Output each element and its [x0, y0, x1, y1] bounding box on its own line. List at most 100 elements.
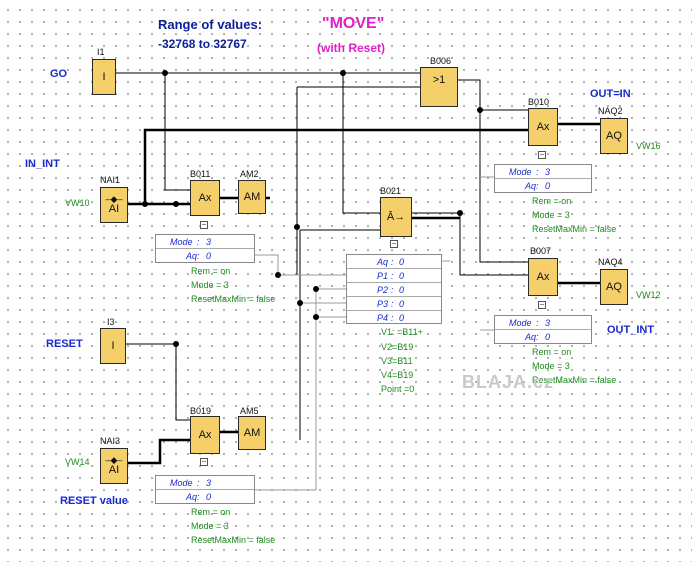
b021-row-aq: Aq : 0	[347, 255, 441, 269]
wire-b021-out	[412, 212, 528, 276]
nai1-block[interactable]: –◆– AI	[100, 187, 128, 223]
naq2-block[interactable]: AQ	[600, 118, 628, 154]
nai3-label: NAI3	[100, 436, 121, 446]
b019-label: B019	[190, 406, 212, 416]
wire-b006-out	[458, 79, 528, 111]
b007-aq-val: 0	[545, 332, 551, 342]
watermark: BLAJA.cz	[462, 372, 555, 392]
b019-mode-key: Mode	[170, 478, 193, 488]
am2-label: AM2	[240, 169, 259, 179]
naq4-var: VW12	[636, 290, 661, 300]
nai3-symbol: AI	[108, 464, 120, 476]
am2-block[interactable]: AM	[238, 180, 266, 214]
reset-value-label: RESET value	[60, 495, 128, 507]
b010-collapse-icon[interactable]: −	[538, 150, 546, 159]
b021-row-p2: P2 : 0	[347, 283, 441, 297]
i3-label: I3	[107, 317, 115, 327]
b011-mode-val: 3	[206, 237, 212, 247]
naq4-block[interactable]: AQ	[600, 269, 628, 305]
out-eq-in-label: OUT=IN	[590, 88, 631, 100]
nai1-var: VW10	[65, 198, 90, 208]
b010-param-aq: Aq : 0	[525, 181, 551, 191]
b021-row-p3: P3 : 0	[347, 297, 441, 311]
range-values: -32768 to 32767	[158, 37, 247, 51]
i3-block[interactable]: I	[100, 328, 126, 364]
b007-param-box: Mode : 3 Aq : 0	[494, 315, 592, 344]
b021-v3: V3=B11	[381, 356, 413, 366]
b011-aq-val: 0	[206, 251, 212, 261]
wire-in-int-b010	[143, 128, 528, 204]
b010-rem: Rem = on	[532, 196, 572, 206]
out-int-label: OUT_INT	[607, 324, 655, 336]
b011-param-aq: Aq : 0	[186, 251, 212, 261]
b007-block[interactable]: Ax	[528, 258, 558, 296]
b021-row-p1: P1 : 0	[347, 269, 441, 283]
b007-param-aq: Aq : 0	[525, 332, 551, 342]
am5-label: AM5	[240, 406, 259, 416]
b021-row-aq-key: Aq	[377, 257, 389, 267]
nai3-var: VW14	[65, 457, 90, 467]
i1-block[interactable]: I	[92, 59, 116, 95]
b019-mode-val: 3	[206, 478, 212, 488]
b021-row-aq-val: 0	[399, 257, 405, 267]
b010-param-mode: Mode : 3	[495, 165, 591, 179]
nai1-label: NAI1	[100, 175, 121, 185]
am5-block[interactable]: AM	[238, 416, 266, 450]
b021-label: B021	[380, 186, 402, 196]
b021-row-p4: P4 : 0	[377, 313, 405, 323]
b021-v2: V2=B19	[381, 342, 414, 352]
b007-mode-key: Mode	[509, 318, 532, 328]
b007-aq-key: Aq	[525, 332, 537, 342]
reset-label: RESET	[46, 338, 83, 350]
naq4-label: NAQ4	[598, 257, 623, 267]
b010-param-box: Mode : 3 Aq : 0	[494, 164, 592, 193]
b010-aq-key: Aq	[525, 181, 537, 191]
b021-block[interactable]: Ā→	[380, 197, 412, 237]
wire-p1	[255, 254, 346, 276]
wire-nai3-b019	[128, 438, 190, 465]
b010-mode-key: Mode	[509, 167, 532, 177]
b011-mode-key: Mode	[170, 237, 193, 247]
b007-label: B007	[530, 246, 552, 256]
b011-block[interactable]: Ax	[190, 180, 220, 216]
b019-collapse-icon[interactable]: −	[200, 457, 208, 466]
b006-block[interactable]: >1	[420, 67, 458, 107]
b021-v1: V1: =B11+	[381, 327, 423, 337]
b007-resetmaxmin: ResetMaxMin = false	[532, 375, 617, 385]
b021-row-p2-key: P2	[377, 285, 389, 295]
wire-b006-b007	[479, 110, 528, 263]
naq2-var: VW16	[636, 141, 661, 151]
b010-block[interactable]: Ax	[528, 108, 558, 146]
b011-label: B011	[190, 169, 211, 179]
b011-rem: Rem = on	[191, 266, 231, 276]
b019-block[interactable]: Ax	[190, 416, 220, 454]
b021-row-p4-key: P4	[377, 313, 389, 323]
wire-go-b011	[164, 73, 190, 191]
go-label: GO	[50, 68, 68, 80]
b021-row-p3-key: P3	[377, 299, 389, 309]
b010-aq-val: 0	[545, 181, 551, 191]
naq2-label: NAQ2	[598, 106, 623, 116]
b011-mode3: Mode = 3	[191, 280, 229, 290]
b011-aq-key: Aq	[186, 251, 198, 261]
b007-mode3: Mode = 3	[532, 361, 570, 371]
b019-aq-val: 0	[206, 492, 212, 502]
b011-param-mode: Mode : 3	[156, 235, 254, 249]
b007-collapse-icon[interactable]: −	[538, 300, 546, 309]
nai1-symbol: AI	[108, 203, 120, 215]
b011-collapse-icon[interactable]: −	[200, 220, 208, 229]
b021-row-p3-val: 0	[399, 299, 405, 309]
move-title: "MOVE"	[322, 15, 385, 32]
b021-collapse-icon[interactable]: −	[390, 239, 398, 248]
nai3-block[interactable]: –◆– AI	[100, 448, 128, 484]
b011-resetmaxmin: ResetMaxMin = false	[191, 294, 276, 304]
b021-row-p1-key: P1	[377, 271, 389, 281]
b021-param-box: Aq : 0 P1 : 0 P2 : 0 P3 : 0 P4 : 0	[346, 254, 442, 324]
in-int-label: IN_INT	[25, 158, 60, 170]
b007-param-mode: Mode : 3	[495, 316, 591, 330]
nai1-pin-mark: –◆–	[105, 194, 123, 204]
b021-point: Point =0	[381, 384, 415, 394]
b019-param-box: Mode : 3 Aq : 0	[155, 475, 255, 504]
nai3-pin-mark: –◆–	[105, 455, 123, 465]
